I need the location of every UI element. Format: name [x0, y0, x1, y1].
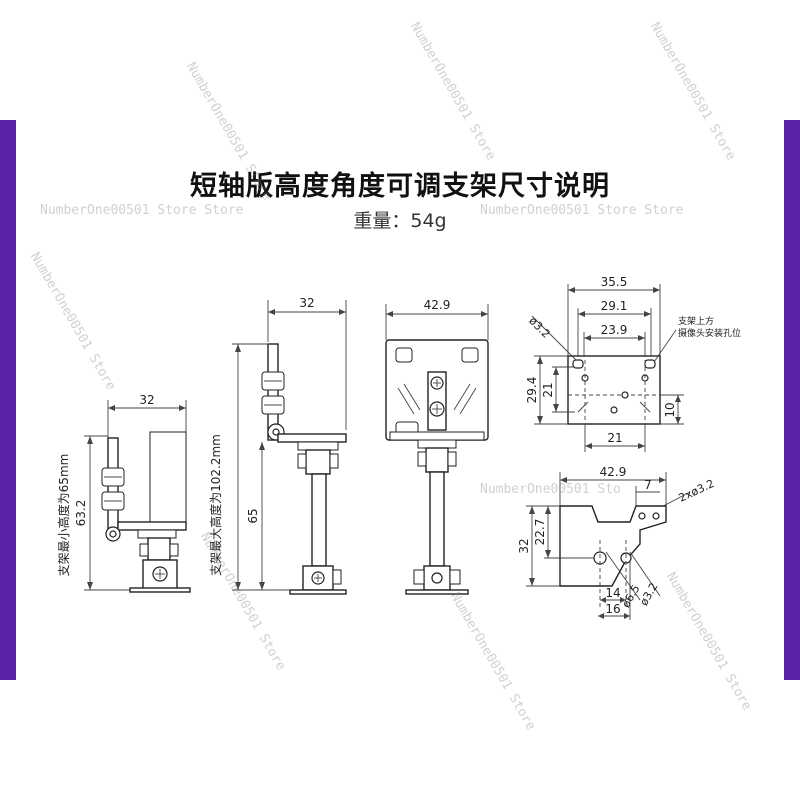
dim-21-left: 21	[541, 382, 555, 397]
dim-width-32: 32	[139, 393, 154, 407]
dim-hole-dia-3-2: ø3.2	[526, 314, 552, 340]
min-height-view: 32 63.2 支架最小高度为65mm	[56, 393, 191, 593]
base-plate-view: 42.9 7 2xø3.2 32 22.7 14	[517, 465, 716, 620]
dim-dia-3-2-base: ø3.2	[637, 581, 660, 608]
top-plate-view: 35.5 29.1 23.9 29.4	[525, 275, 741, 452]
dim-width-42-9: 42.9	[424, 298, 451, 312]
dim-35-5: 35.5	[601, 275, 628, 289]
front-view: 42.9	[385, 298, 489, 595]
dim-14: 14	[605, 586, 620, 600]
min-height-label: 支架最小高度为65mm	[56, 454, 71, 577]
page-title: 短轴版高度角度可调支架尺寸说明	[190, 171, 610, 202]
dim-16: 16	[605, 602, 620, 616]
dim-7: 7	[644, 478, 652, 492]
left-accent-bar	[0, 120, 16, 680]
dim-42-9-base: 42.9	[600, 465, 627, 479]
max-height-label: 支架最大高度为102.2mm	[208, 434, 223, 576]
dim-dia-6-5: ø6.5	[619, 583, 642, 610]
dim-29-1: 29.1	[601, 299, 628, 313]
camera-mount-note-2: 摄像头安装孔位	[678, 327, 741, 339]
dim-29-4: 29.4	[525, 377, 539, 404]
dim-2x-hole: 2xø3.2	[677, 477, 717, 505]
dim-23-9: 23.9	[601, 323, 628, 337]
dim-width-32-b: 32	[299, 296, 314, 310]
dim-22-7: 22.7	[533, 519, 547, 546]
right-accent-bar	[784, 120, 800, 680]
max-height-view: 32 支架最大高度为102.2mm	[208, 296, 347, 595]
weight-subtitle: 重量：54g	[353, 210, 447, 232]
dim-21-bottom: 21	[607, 431, 622, 445]
dim-lower-height-65: 65	[246, 508, 260, 523]
dim-height-63-2: 63.2	[74, 500, 88, 527]
camera-mount-note-1: 支架上方	[678, 315, 714, 327]
dim-32-base: 32	[517, 538, 531, 553]
dim-10: 10	[663, 402, 677, 417]
